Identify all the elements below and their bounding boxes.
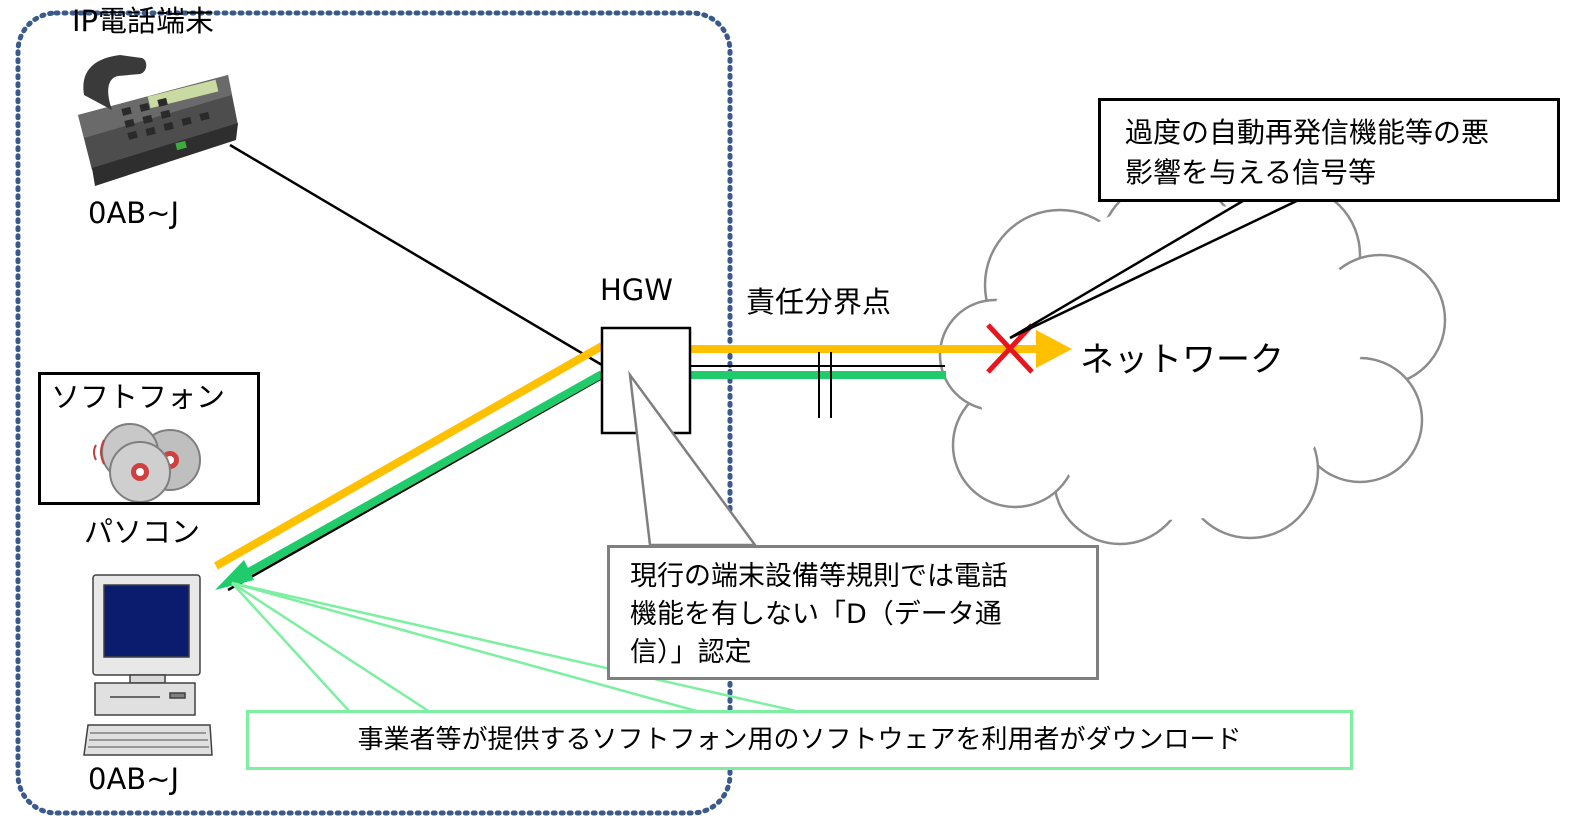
softphone-box: ソフトフォン <box>38 372 260 505</box>
ip-phone-icon <box>78 55 238 186</box>
green-arrowhead <box>215 560 254 590</box>
rules-callout-line1: 現行の端末設備等規則では電話 <box>630 561 1008 592</box>
rules-callout: 現行の端末設備等規則では電話 機能を有しない「D（データ通 信）」認定 <box>607 545 1099 680</box>
harmful-callout-line1: 過度の自動再発信機能等の悪 <box>1125 116 1490 149</box>
download-callout-text: 事業者等が提供するソフトフォン用のソフトウェアを利用者がダウンロード <box>357 725 1242 755</box>
pc-number: 0AB~J <box>88 762 180 796</box>
green-flow-to-pc <box>236 370 604 582</box>
orange-flow-from-pc <box>214 342 604 570</box>
rules-callout-line2: 機能を有しない「D（データ通 <box>630 599 1002 630</box>
harmful-callout-line2: 影響を与える信号等 <box>1125 156 1377 189</box>
orange-arrowhead <box>1036 330 1072 368</box>
demarcation-label: 責任分界点 <box>746 285 892 319</box>
harmful-signal-callout: 過度の自動再発信機能等の悪 影響を与える信号等 <box>1098 98 1560 202</box>
download-callout: 事業者等が提供するソフトフォン用のソフトウェアを利用者がダウンロード <box>246 710 1353 770</box>
ip-phone-number: 0AB~J <box>88 196 180 230</box>
network-cloud <box>938 178 1447 546</box>
pc-icon <box>83 574 213 756</box>
softphone-label: ソフトフォン <box>51 380 226 414</box>
cd-disc-icon <box>93 423 201 503</box>
network-label: ネットワーク <box>1080 340 1284 380</box>
download-callout-pointer <box>231 581 435 714</box>
pc-title: パソコン <box>84 515 201 549</box>
phone-to-hgw-line <box>229 143 603 367</box>
ip-phone-title: IP電話端末 <box>72 4 215 38</box>
blocked-cross-icon <box>986 323 1034 374</box>
rules-callout-pointer <box>628 370 758 547</box>
hgw-label: HGW <box>600 273 673 307</box>
premises-boundary <box>15 10 733 816</box>
rules-callout-line3: 信）」認定 <box>630 637 752 668</box>
